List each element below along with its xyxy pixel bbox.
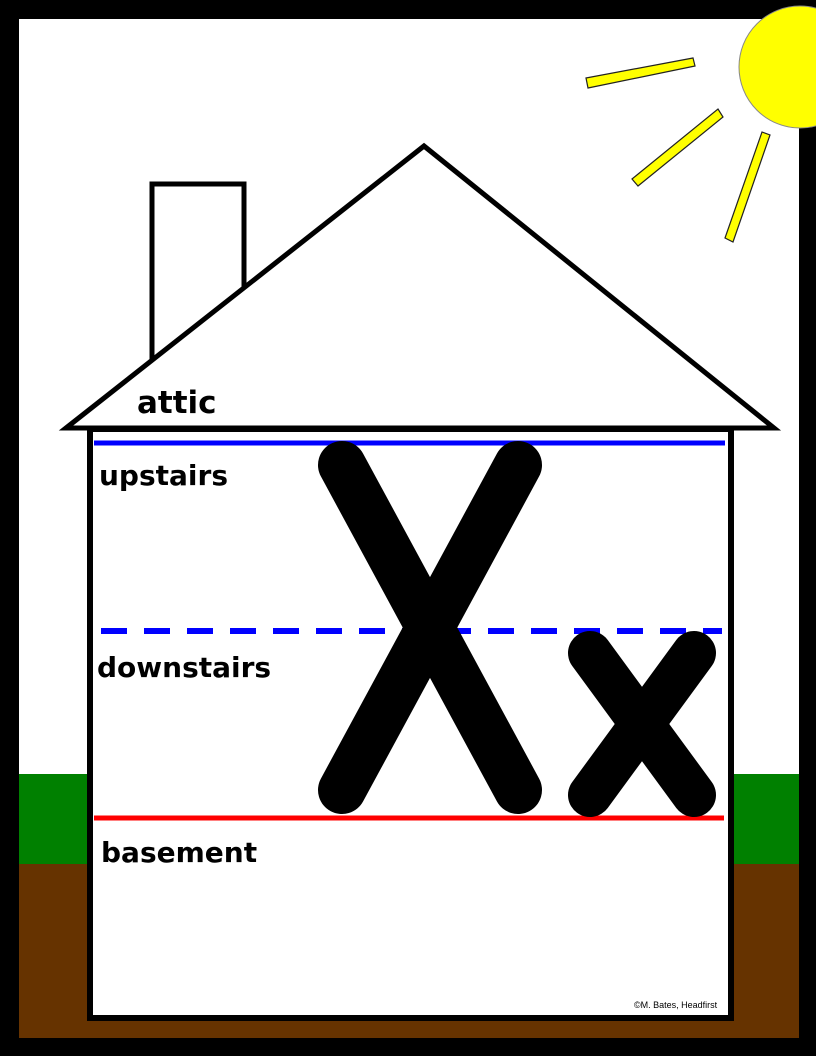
sun-icon (585, 5, 816, 243)
uppercase-letter-x (318, 441, 542, 814)
basement-label: basement (101, 836, 257, 869)
copyright-credit: ©M. Bates, Headfirst (634, 1000, 718, 1010)
roof (58, 142, 782, 431)
downstairs-label: downstairs (97, 651, 271, 684)
attic-label: attic (137, 385, 217, 421)
lowercase-letter-x (568, 631, 716, 817)
upstairs-label: upstairs (99, 459, 228, 492)
